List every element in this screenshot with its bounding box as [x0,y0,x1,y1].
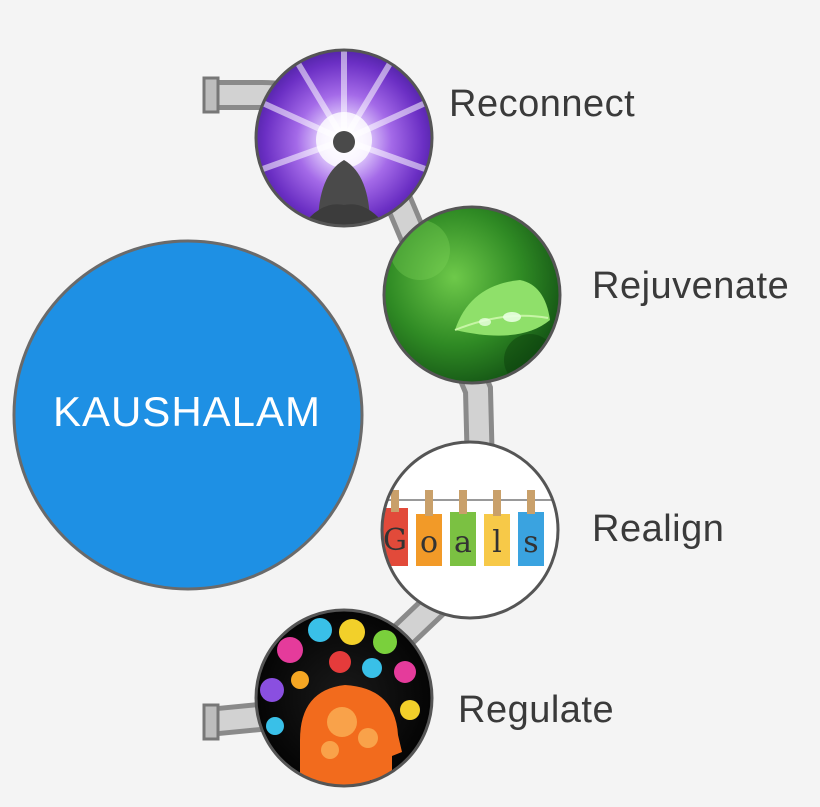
meditating-figure-light-icon [256,50,432,226]
main-title: KAUSHALAM [52,388,322,435]
goals-letter: G [383,523,407,558]
goals-letter: a [454,525,472,560]
green-leaf-icon [384,207,560,383]
goals-letter: l [492,525,502,560]
goals-letter: s [523,525,538,560]
stage-label-regulate: Regulate [458,689,615,731]
colorful-brain-head-icon [256,610,432,786]
goals-clothespin-letters-icon: G o a l s [382,442,558,618]
stage-label-realign: Realign [592,508,725,550]
stage-label-reconnect: Reconnect [449,83,636,125]
goals-letter: o [420,525,438,560]
stage-label-rejuvenate: Rejuvenate [592,265,790,307]
main-circle [12,239,364,591]
